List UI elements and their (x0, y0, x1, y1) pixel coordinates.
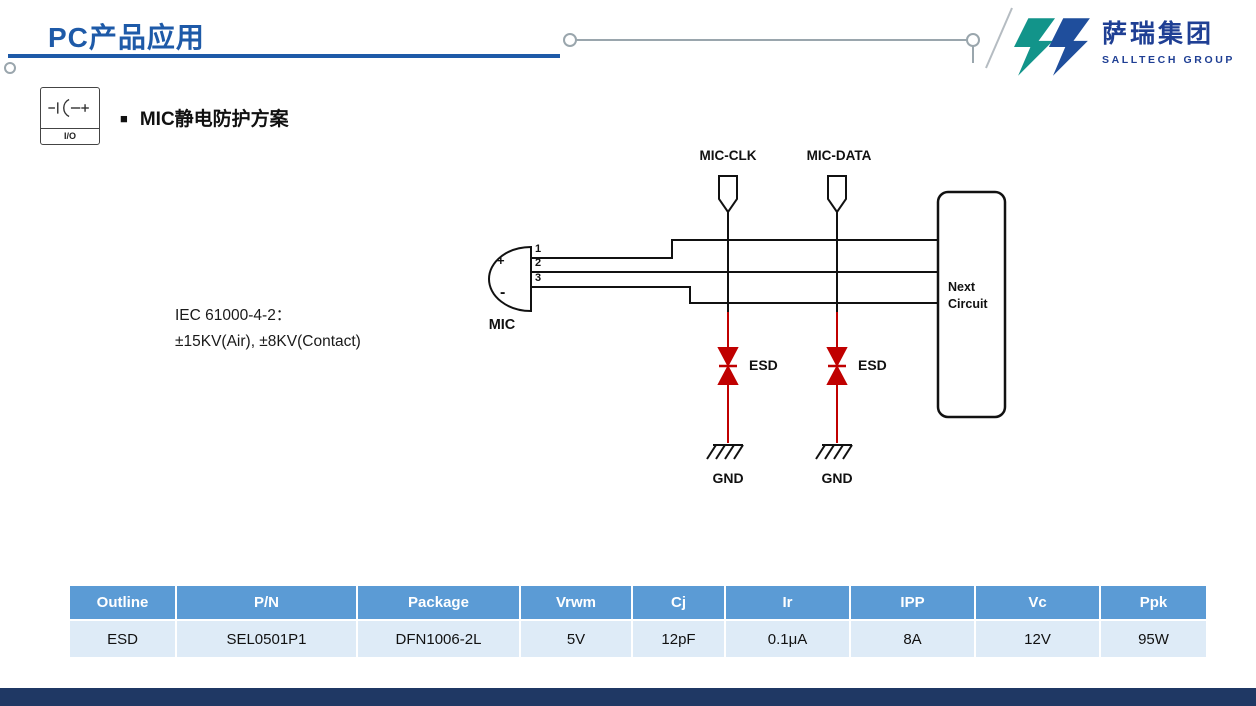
io-port-badge: I/O (40, 87, 100, 145)
spec-cell-ipp: 8A (851, 621, 974, 657)
esd-label-left: ESD (749, 357, 778, 373)
signal-label-mic-clk: MIC-CLK (699, 148, 757, 163)
spec-header-pn: P/N (177, 586, 356, 619)
spec-cell-ir: 0.1μA (726, 621, 849, 657)
connector-node-right (966, 33, 980, 47)
spec-header-ppk: Ppk (1101, 586, 1206, 619)
mic-connector-body (488, 245, 532, 313)
mic-pin-3: 3 (535, 272, 542, 284)
io-badge-label: I/O (41, 128, 99, 144)
mic-label: MIC (488, 317, 516, 333)
salltech-logo-icon (1014, 18, 1090, 76)
section-heading: ■ MIC静电防护方案 (120, 104, 289, 131)
iec-note-line2: ±15KV(Air), ±8KV(Contact) (175, 333, 361, 350)
gnd-symbol-right (815, 444, 853, 460)
spec-header-package: Package (358, 586, 519, 619)
io-circuit-icon (41, 88, 99, 128)
spec-cell-cj: 12pF (633, 621, 724, 657)
section-bullet: ■ (120, 111, 128, 126)
spec-header-cj: Cj (633, 586, 724, 619)
mic-data-flag (827, 175, 847, 214)
mic-clk-flag (718, 175, 738, 214)
spec-table-data-row: ESD SEL0501P1 DFN1006-2L 5V 12pF 0.1μA 8… (70, 621, 1206, 657)
spec-cell-vrwm: 5V (521, 621, 631, 657)
mic-pin-1: 1 (535, 243, 542, 255)
esd-diode-right (826, 312, 848, 443)
iec-note-line1: IEC 61000-4-2： (175, 307, 292, 324)
logo-text-cn: 萨瑞集团 (1102, 20, 1215, 48)
esd-label-right: ESD (858, 357, 887, 373)
esd-diode-left (717, 312, 739, 443)
mic-minus-sign: - (500, 284, 506, 301)
connector-node-left (563, 33, 577, 47)
spec-cell-ppk: 95W (1101, 621, 1206, 657)
page-title: PC产品应用 (48, 22, 205, 53)
mic-plus-sign: + (497, 253, 505, 268)
connector-node-edge (4, 62, 16, 74)
logo-text-en: SALLTECH GROUP (1102, 54, 1236, 66)
gnd-symbol-left (706, 444, 744, 460)
spec-cell-outline: ESD (70, 621, 175, 657)
circuit-wires (531, 212, 938, 318)
iec-standard-note: IEC 61000-4-2： ±15KV(Air), ±8KV(Contact) (175, 303, 361, 355)
spec-cell-package: DFN1006-2L (358, 621, 519, 657)
spec-header-outline: Outline (70, 586, 175, 619)
gnd-label-right: GND (821, 470, 853, 486)
section-heading-text: MIC静电防护方案 (139, 109, 289, 130)
spec-header-ipp: IPP (851, 586, 974, 619)
title-underline (8, 54, 560, 58)
signal-label-mic-data: MIC-DATA (806, 148, 872, 163)
salltech-logo: 萨瑞集团 SALLTECH GROUP (1014, 18, 1235, 76)
spec-header-vrwm: Vrwm (521, 586, 631, 619)
spec-table-header-row: Outline P/N Package Vrwm Cj Ir IPP Vc Pp… (70, 586, 1206, 619)
gnd-label-left: GND (712, 470, 744, 486)
spec-header-ir: Ir (726, 586, 849, 619)
next-circuit-label-line1: Next (948, 280, 976, 294)
mic-pin-2: 2 (535, 257, 542, 269)
spec-cell-vc: 12V (976, 621, 1099, 657)
spec-header-vc: Vc (976, 586, 1099, 619)
spec-cell-pn: SEL0501P1 (177, 621, 356, 657)
next-circuit-label-line2: Circuit (948, 297, 988, 311)
footer-bar (0, 688, 1256, 706)
spec-table: Outline P/N Package Vrwm Cj Ir IPP Vc Pp… (68, 584, 1208, 659)
